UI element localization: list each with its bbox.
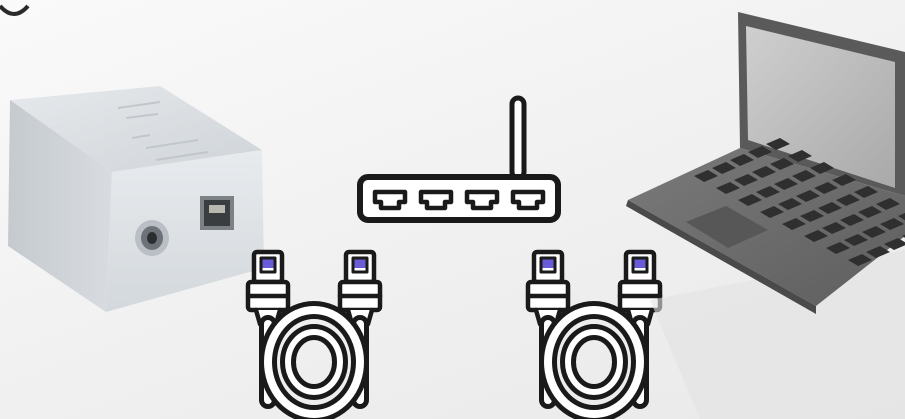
network-audio-device [8,86,264,312]
ethernet-cable-left [248,252,380,414]
ethernet-port [200,196,234,230]
cropped-title-fragment [0,6,28,14]
ethernet-cable-right [528,252,660,414]
router-icon [360,98,558,220]
audio-jack-port [135,220,169,256]
laptop-icon [626,12,905,419]
